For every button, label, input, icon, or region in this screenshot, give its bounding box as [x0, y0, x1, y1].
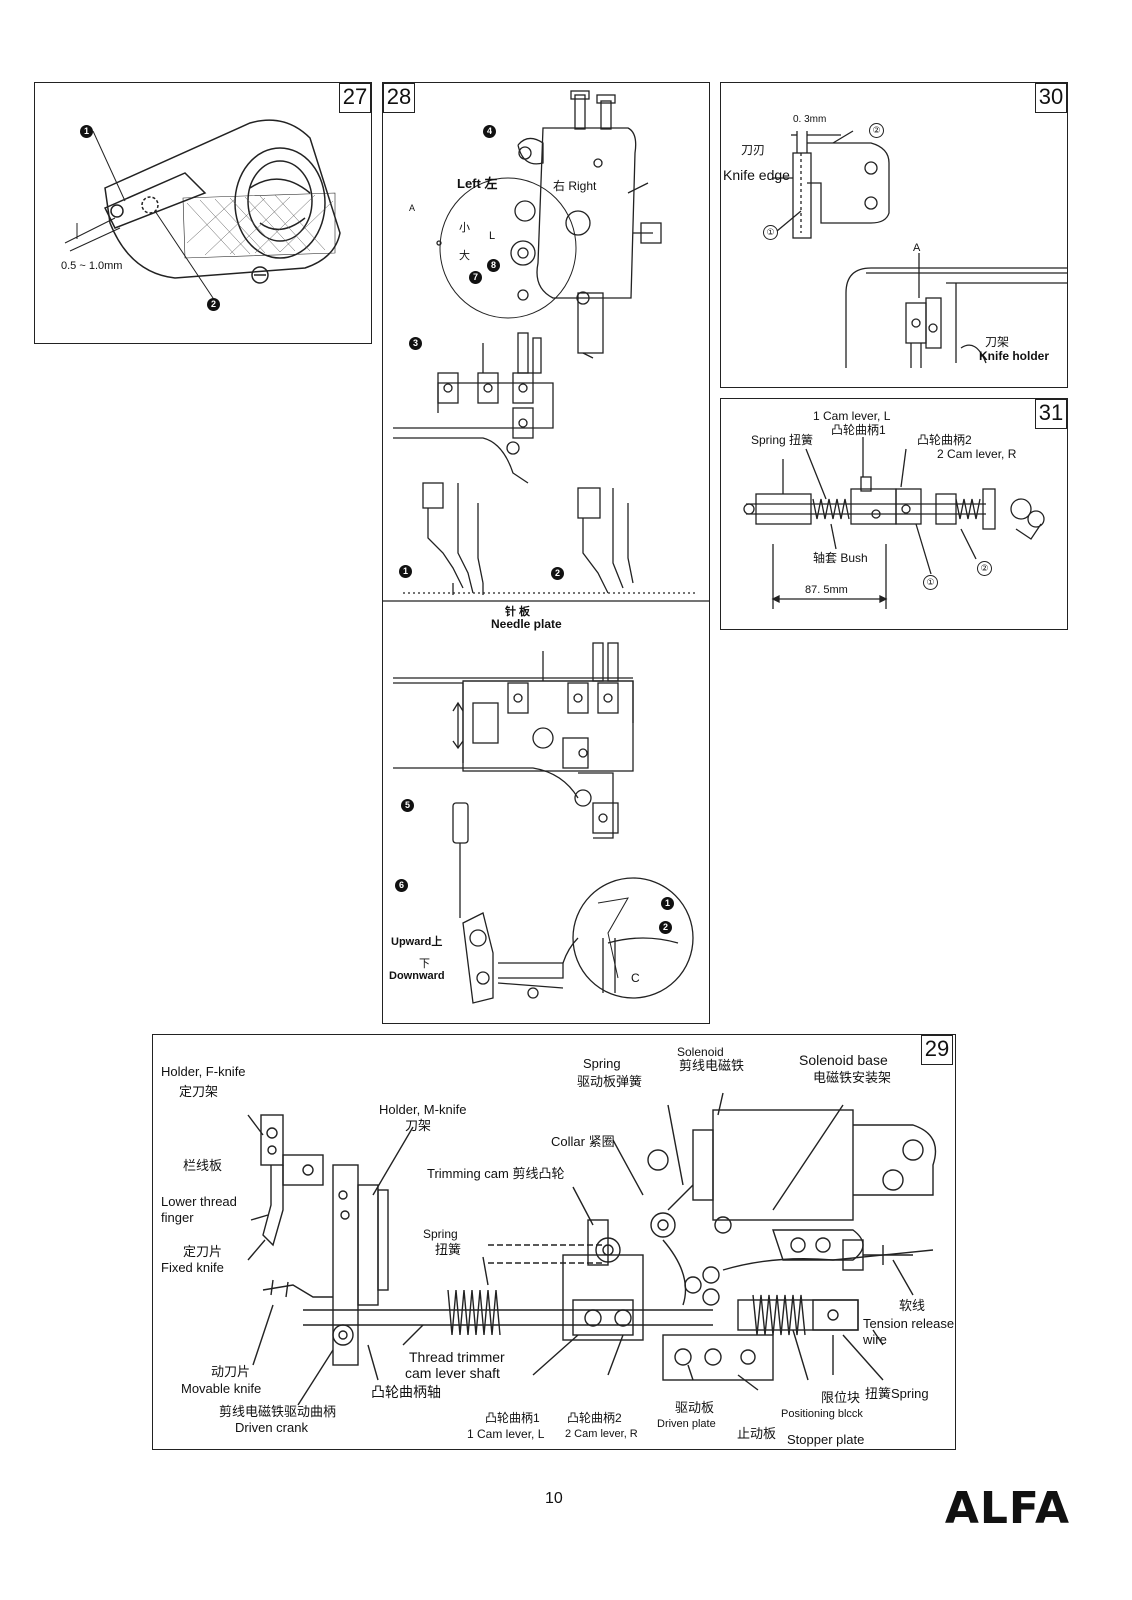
cam-lever-r-en: 2 Cam lever, R [937, 447, 1017, 461]
wire-en-1: Tension release [863, 1316, 955, 1331]
positioning-block-en: Positioning blcck [781, 1408, 863, 1420]
wire-en-2: wire [863, 1332, 887, 1347]
a-label: A [409, 203, 416, 213]
shaft-en-1: Thread trimmer [409, 1349, 505, 1365]
callout-1: 1 [80, 125, 93, 138]
a-label: A [913, 242, 921, 254]
figure-28-drawing [383, 90, 709, 1004]
collar-label: Collar 紧圈 [551, 1134, 615, 1149]
holder-m-knife-en: Holder, M-knife [379, 1102, 467, 1117]
down-cn-label: 下 [419, 958, 430, 970]
shaft-cn: 凸轮曲柄轴 [371, 1384, 441, 1400]
gap-dimension: 0. 3mm [793, 114, 827, 125]
figure-number: 31 [1035, 399, 1067, 429]
movable-knife-cn: 动刀片 [211, 1364, 251, 1379]
drive-spring-cn: 驱动板弹簧 [577, 1074, 643, 1089]
marker-2-top: ② [869, 123, 884, 138]
bush-label: 轴套 Bush [813, 551, 868, 565]
cam-lever-1-en: 1 Cam lever, L [467, 1427, 545, 1441]
driven-plate-cn: 驱动板 [675, 1400, 715, 1415]
trimming-cam-label: Trimming cam 剪线凸轮 [427, 1166, 565, 1181]
spring-cn: 扭簧 [435, 1242, 462, 1257]
left-label: Left 左 [457, 176, 498, 191]
needle-plate-en: Needle plate [491, 617, 562, 631]
page-number: 10 [545, 1490, 563, 1507]
callout-2-detail: 2 [659, 921, 672, 934]
figure-30-panel: 30 0. 3mm ② 刀刃 Knife edge ① A 刀架 Knife h… [720, 82, 1068, 388]
knife-holder-label: Knife holder [979, 349, 1050, 363]
stopper-plate-en: Stopper plate [787, 1432, 865, 1447]
length-dimension: 87. 5mm [805, 584, 848, 596]
l-mark: L [489, 230, 496, 242]
figure-28-panel: 28 [382, 82, 710, 1024]
right-label: 右 Right [553, 179, 597, 193]
callout-1-left-needle: 1 [399, 565, 412, 578]
fixed-knife-en: Fixed knife [161, 1260, 224, 1275]
fixed-knife-cn: 定刀片 [183, 1244, 223, 1259]
brand-logo: ALFA [944, 1483, 1070, 1534]
callout-5: 5 [401, 799, 414, 812]
figure-number: 27 [339, 83, 371, 113]
finger-en-1: Lower thread [161, 1194, 237, 1209]
driven-crank-en: Driven crank [235, 1420, 308, 1435]
callout-7: 7 [469, 271, 482, 284]
holder-f-knife-en: Holder, F-knife [161, 1064, 246, 1079]
cam-lever-r-cn: 凸轮曲柄2 [917, 433, 972, 447]
callout-6: 6 [395, 879, 408, 892]
callout-2: 2 [207, 298, 220, 311]
callout-8: 8 [487, 259, 500, 272]
figure-31-drawing [743, 437, 1045, 609]
holder-f-knife-cn: 定刀架 [179, 1084, 219, 1099]
stopper-plate-cn: 止动板 [737, 1426, 777, 1441]
figure-number: 29 [921, 1035, 953, 1065]
upward-label: Upward上 [391, 936, 443, 948]
marker-2: ② [977, 561, 992, 576]
marker-1: ① [763, 225, 778, 240]
needle-plate-cn: 针 板 [505, 606, 531, 618]
figure-30-drawing [773, 130, 1067, 368]
callout-3: 3 [409, 337, 422, 350]
finger-cn: 栏线板 [183, 1158, 223, 1173]
solenoid-cn: 剪线电磁铁 [679, 1058, 745, 1073]
cam-lever-2-cn: 凸轮曲柄2 [567, 1411, 622, 1425]
figure-number: 28 [383, 83, 415, 113]
wire-cn: 软线 [899, 1298, 926, 1313]
movable-knife-en: Movable knife [181, 1381, 262, 1396]
driven-crank-cn: 剪线电磁铁驱动曲柄 [219, 1404, 337, 1419]
big-label: 大 [459, 250, 470, 262]
holder-cn: 刀架 [985, 335, 1010, 349]
cam-lever-2-en: 2 Cam lever, R [565, 1428, 638, 1440]
figure-number: 30 [1035, 83, 1067, 113]
figure-27-panel: 27 1 2 0.5 [34, 82, 372, 344]
figure-31-panel: 31 1 Cam lever, L 凸轮曲柄1 Spring 扭簧 凸轮曲柄2 … [720, 398, 1068, 630]
spring-en: Spring [423, 1227, 458, 1241]
figure-29-panel: 29 [152, 1034, 956, 1450]
marker-1: ① [923, 575, 938, 590]
callout-1-detail: 1 [661, 897, 674, 910]
cam-lever-l-en: 1 Cam lever, L [813, 409, 891, 423]
torsion-spring-label: 扭簧Spring [865, 1386, 929, 1401]
cam-lever-l-cn: 凸轮曲柄1 [831, 423, 886, 437]
solenoid-base-en: Solenoid base [799, 1052, 888, 1068]
callout-4: 4 [483, 125, 496, 138]
shaft-en-2: cam lever shaft [405, 1365, 500, 1381]
drive-spring-en: Spring [583, 1056, 621, 1071]
callout-2-right-needle: 2 [551, 567, 564, 580]
cam-lever-1-cn: 凸轮曲柄1 [485, 1411, 540, 1425]
positioning-block-cn: 限位块 [821, 1390, 861, 1405]
finger-en-2: finger [161, 1210, 194, 1225]
downward-label: Downward [389, 970, 445, 982]
spring-label: Spring 扭簧 [751, 433, 814, 447]
holder-m-knife-cn: 刀架 [405, 1118, 432, 1133]
figure-27-drawing [64, 119, 341, 302]
small-label: 小 [459, 222, 470, 234]
gap-dimension: 0.5 ~ 1.0mm [61, 260, 123, 272]
blade-cn: 刀刃 [741, 143, 766, 157]
c-label: C [631, 971, 640, 985]
figure-29-drawing [247, 1092, 937, 1406]
solenoid-base-cn: 电磁铁安装架 [813, 1070, 892, 1085]
knife-edge-label: Knife edge [723, 167, 790, 183]
solenoid-en: Solenoid [677, 1045, 724, 1059]
driven-plate-en: Driven plate [657, 1418, 716, 1430]
